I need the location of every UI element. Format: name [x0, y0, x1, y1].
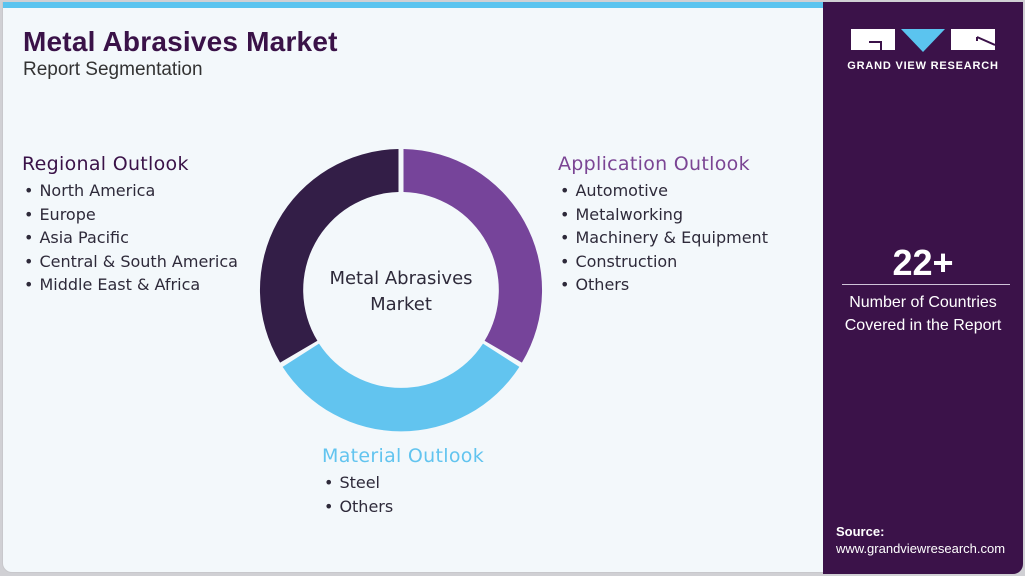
donut-center-label: Metal Abrasives Market — [301, 266, 501, 318]
top-accent-bar — [3, 2, 824, 8]
stat-label-line2: Covered in the Report — [844, 317, 1002, 334]
material-outlook-list: Steel Others — [322, 471, 484, 518]
source-label: Source: — [836, 524, 885, 539]
regional-outlook-title: Regional Outlook — [22, 153, 189, 175]
countries-stat-label: Number of Countries Covered in the Repor… — [823, 291, 1023, 337]
regional-outlook-section: Regional Outlook North America Europe As… — [22, 153, 238, 297]
page-title: Metal Abrasives Market — [23, 26, 338, 57]
list-item: Others — [322, 495, 484, 519]
donut-center-line2: Market — [370, 294, 432, 315]
material-outlook-title: Material Outlook — [322, 445, 485, 467]
brand-sidebar — [823, 2, 1023, 574]
source-url: www.grandviewresearch.com — [836, 541, 1006, 556]
page-subtitle: Report Segmentation — [23, 59, 203, 80]
list-item: Europe — [22, 203, 238, 227]
grand-view-research-logo-icon — [851, 29, 995, 52]
application-outlook-title: Application Outlook — [558, 153, 750, 175]
list-item: North America — [22, 179, 238, 203]
list-item: Central & South America — [22, 250, 238, 274]
segmentation-donut-chart — [259, 149, 543, 432]
application-outlook-section: Application Outlook Automotive Metalwork… — [558, 153, 768, 297]
countries-stat-value: 22+ — [892, 242, 954, 283]
donut-center-line1: Metal Abrasives — [329, 268, 473, 289]
list-item: Machinery & Equipment — [558, 226, 768, 250]
list-item: Middle East & Africa — [22, 273, 238, 297]
stat-divider — [842, 284, 1010, 285]
donut-slice-regional — [259, 149, 399, 363]
donut-slice-material — [282, 343, 520, 432]
list-item: Steel — [322, 471, 484, 495]
list-item: Others — [558, 273, 768, 297]
list-item: Asia Pacific — [22, 226, 238, 250]
material-outlook-section: Material Outlook Steel Others — [322, 445, 484, 518]
donut-slice-application — [403, 149, 543, 363]
application-outlook-list: Automotive Metalworking Machinery & Equi… — [558, 179, 768, 297]
regional-outlook-list: North America Europe Asia Pacific Centra… — [22, 179, 238, 297]
list-item: Construction — [558, 250, 768, 274]
list-item: Metalworking — [558, 203, 768, 227]
stat-label-line1: Number of Countries — [849, 294, 997, 311]
list-item: Automotive — [558, 179, 768, 203]
brand-name: GRAND VIEW RESEARCH — [847, 60, 999, 72]
